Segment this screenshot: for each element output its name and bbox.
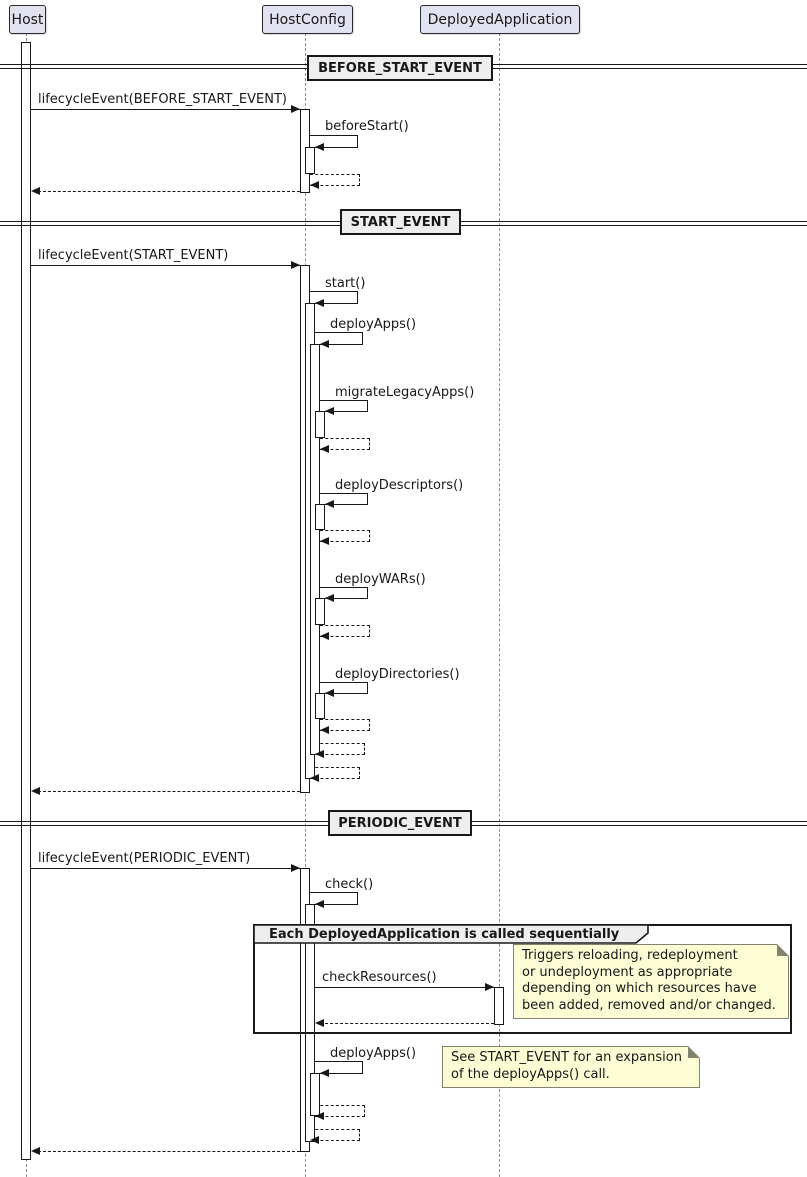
note-line: been added, removed and/or changed. — [522, 997, 776, 1013]
selfreturn-before-start — [310, 174, 360, 186]
group-header-shape — [253, 924, 649, 944]
selfcall-start — [310, 291, 358, 304]
arrowhead-icon — [320, 632, 329, 640]
participant-hostconfig: HostConfig — [262, 5, 353, 34]
participant-host-label: Host — [11, 11, 44, 28]
message-label-deploy-apps: deployApps() — [330, 317, 417, 332]
note-line: Triggers reloading, redeployment — [522, 948, 738, 963]
message-label-deploy-descriptors: deployDescriptors() — [335, 478, 464, 493]
divider-before-start-event: BEFORE_START_EVENT — [307, 55, 493, 81]
group-label: Each DeployedApplication is called seque… — [269, 927, 620, 942]
return-line-periodic — [33, 1151, 300, 1152]
lifeline-deployedapplication — [499, 33, 500, 1177]
arrowhead-icon — [325, 407, 334, 415]
arrowhead-icon — [485, 983, 494, 991]
arrowhead-icon — [325, 594, 334, 602]
arrowhead-icon — [31, 787, 40, 795]
arrowhead-icon — [325, 689, 334, 697]
activation-host — [21, 42, 31, 1160]
arrowhead-icon — [320, 445, 329, 453]
arrowhead-icon — [315, 1112, 324, 1120]
message-label-lifecycle-before-start: lifecycleEvent(BEFORE_START_EVENT) — [38, 92, 287, 107]
arrowhead-icon — [291, 261, 300, 269]
arrowhead-icon — [325, 500, 334, 508]
return-line-check-resources — [325, 1023, 494, 1024]
arrowhead-icon — [315, 1019, 324, 1027]
message-line-check-resources — [315, 987, 494, 988]
activation-deploy-descriptors — [315, 504, 325, 530]
message-line-lifecycle-start — [31, 265, 300, 266]
note-deploy-apps: See START_EVENT for an expansion of the … — [442, 1046, 700, 1088]
activation-before-start — [305, 147, 315, 174]
selfcall-check — [310, 892, 358, 905]
arrowhead-icon — [31, 1147, 40, 1155]
selfreturn-start — [310, 767, 360, 779]
divider-before-start-label: BEFORE_START_EVENT — [318, 60, 482, 76]
participant-hostconfig-label: HostConfig — [269, 11, 346, 28]
selfcall-deploy-apps-periodic — [315, 1061, 363, 1074]
arrowhead-icon — [291, 864, 300, 872]
activation-deployedapplication — [494, 987, 504, 1025]
selfcall-migrate-legacy-apps — [320, 400, 368, 412]
message-label-before-start: beforeStart() — [325, 119, 409, 134]
arrowhead-icon — [320, 726, 329, 734]
activation-deploy-wars — [315, 598, 325, 625]
note-line: depending on which resources have — [522, 981, 757, 996]
selfreturn-deploy-descriptors — [320, 530, 370, 542]
selfreturn-migrate-legacy-apps — [320, 438, 370, 450]
selfcall-deploy-apps — [315, 332, 363, 345]
arrowhead-icon — [315, 143, 324, 151]
note-check-resources: Triggers reloading, redeployment or unde… — [513, 944, 789, 1019]
message-line-lifecycle-periodic — [31, 868, 300, 869]
arrowhead-icon — [320, 537, 329, 545]
return-line-start — [33, 791, 300, 792]
participant-host: Host — [9, 5, 46, 34]
selfreturn-deploy-apps — [315, 743, 365, 755]
message-label-deploy-apps-periodic: deployApps() — [330, 1046, 417, 1061]
arrowhead-icon — [291, 105, 300, 113]
divider-start-label: START_EVENT — [350, 214, 451, 230]
divider-periodic-label: PERIODIC_EVENT — [338, 815, 462, 831]
message-label-deploy-wars: deployWARs() — [335, 572, 426, 587]
selfreturn-check — [310, 1129, 360, 1141]
arrowhead-icon — [315, 900, 324, 908]
message-line-lifecycle-before-start — [31, 109, 300, 110]
arrowhead-icon — [31, 187, 40, 195]
participant-deployedapplication: DeployedApplication — [420, 5, 580, 34]
arrowhead-icon — [315, 299, 324, 307]
message-label-lifecycle-start: lifecycleEvent(START_EVENT) — [38, 248, 229, 263]
arrowhead-icon — [310, 181, 319, 189]
selfreturn-deploy-directories — [320, 719, 370, 731]
activation-deploy-directories — [315, 693, 325, 719]
message-label-start: start() — [325, 276, 366, 291]
activation-migrate-legacy-apps — [315, 411, 325, 438]
arrowhead-icon — [310, 774, 319, 782]
selfcall-before-start — [310, 135, 358, 148]
selfreturn-deploy-wars — [320, 625, 370, 637]
selfcall-deploy-directories — [320, 682, 368, 694]
selfreturn-deploy-apps-periodic — [315, 1105, 365, 1117]
arrowhead-icon — [320, 1069, 329, 1077]
return-line-before-start — [33, 191, 300, 192]
activation-deploy-apps-periodic — [310, 1073, 320, 1116]
message-label-check-resources: checkResources() — [322, 970, 437, 985]
arrowhead-icon — [315, 750, 324, 758]
message-label-deploy-directories: deployDirectories() — [335, 667, 460, 682]
divider-periodic-event: PERIODIC_EVENT — [328, 810, 472, 836]
note-line: or undeployment as appropriate — [522, 964, 733, 980]
participant-deployedapplication-label: DeployedApplication — [427, 11, 573, 28]
group-each-deployedapplication: Each DeployedApplication is called seque… — [253, 924, 792, 1034]
divider-start-event: START_EVENT — [340, 209, 461, 235]
message-label-lifecycle-periodic: lifecycleEvent(PERIODIC_EVENT) — [38, 851, 251, 866]
selfcall-deploy-descriptors — [320, 493, 368, 505]
message-label-migrate-legacy-apps: migrateLegacyApps() — [335, 385, 475, 400]
message-label-check: check() — [325, 877, 374, 892]
arrowhead-icon — [310, 1136, 319, 1144]
note-line: of the deployApps() call. — [451, 1066, 610, 1082]
selfcall-deploy-wars — [320, 587, 368, 599]
arrowhead-icon — [320, 340, 329, 348]
note-line: See START_EVENT for an expansion — [451, 1050, 682, 1065]
